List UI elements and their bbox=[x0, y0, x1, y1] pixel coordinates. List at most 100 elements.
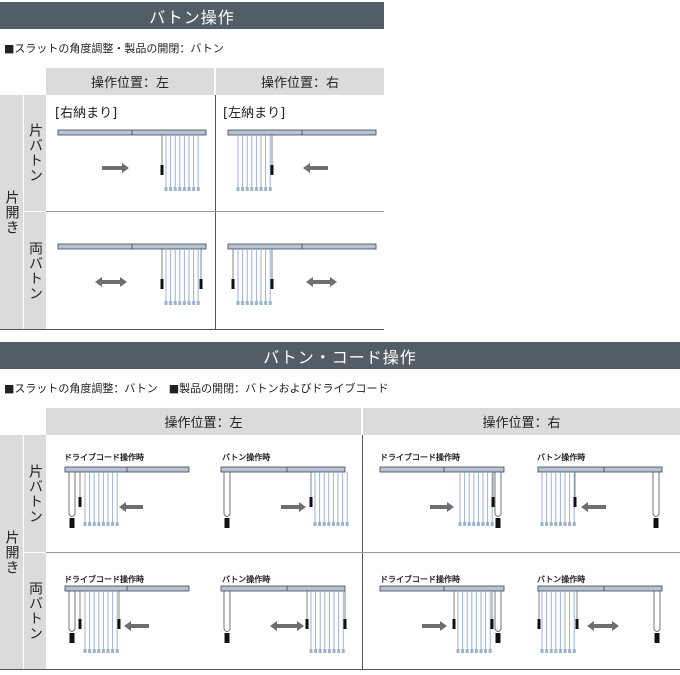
label-drive-4: ドライブコード操作時 bbox=[380, 575, 460, 584]
slat-weight bbox=[236, 187, 240, 191]
grid-line bbox=[215, 95, 216, 329]
baton-handle bbox=[305, 619, 309, 629]
slat-weight bbox=[549, 649, 553, 653]
arrow-head bbox=[124, 621, 131, 631]
arrow-head bbox=[297, 621, 304, 631]
label-baton-4: バトン操作時 bbox=[537, 575, 586, 584]
section2-banner: バトン・コード操作 bbox=[0, 342, 680, 369]
baton-handle bbox=[452, 619, 456, 629]
section2-col-left: 操作位置：左 bbox=[46, 408, 361, 435]
slat-weight bbox=[545, 522, 549, 526]
slat-weight bbox=[182, 301, 186, 305]
slat-weight bbox=[568, 649, 572, 653]
section1-row-group: 片開き bbox=[0, 95, 23, 329]
drive-cord bbox=[223, 472, 231, 517]
drive-cord bbox=[223, 591, 231, 632]
arrow-head bbox=[587, 621, 594, 631]
cord-weight bbox=[653, 518, 659, 528]
slat-weight bbox=[341, 649, 345, 653]
section2-row1-label: 片バトン bbox=[24, 435, 46, 552]
slat-weight bbox=[187, 187, 191, 191]
slat-weight bbox=[332, 649, 336, 653]
grid-line bbox=[46, 211, 384, 212]
cord-weight bbox=[654, 633, 660, 643]
slat-weight bbox=[540, 522, 544, 526]
slat-weight bbox=[456, 649, 460, 653]
slat-weight bbox=[463, 522, 467, 526]
slat-weight bbox=[101, 522, 105, 526]
slat-weight bbox=[461, 649, 465, 653]
slat-weight bbox=[245, 187, 249, 191]
label-baton-2: バトン操作時 bbox=[537, 453, 586, 462]
slat-weight bbox=[558, 522, 562, 526]
slat-weight bbox=[309, 649, 313, 653]
slat-weight bbox=[106, 522, 110, 526]
slat-weight bbox=[88, 649, 92, 653]
slat-weight bbox=[196, 301, 200, 305]
section1-col-left: 操作位置：左 bbox=[46, 68, 214, 95]
slat-weight bbox=[83, 522, 87, 526]
arrow-head bbox=[303, 163, 310, 173]
slat-weight bbox=[241, 187, 245, 191]
diagram-s2-right-single bbox=[379, 466, 663, 528]
baton-handle bbox=[231, 279, 235, 289]
diagram-s2-right-double bbox=[379, 585, 663, 653]
slat-weight bbox=[97, 522, 101, 526]
grid-line bbox=[0, 329, 384, 330]
diagram-s2-left-double bbox=[64, 585, 347, 653]
baton-handle bbox=[78, 497, 82, 507]
section1-row1-label: 片バトン bbox=[24, 95, 46, 211]
arrow-head bbox=[122, 163, 129, 173]
slat-weight bbox=[264, 301, 268, 305]
slat-weight bbox=[192, 301, 196, 305]
section2-row2-label: 両バトン bbox=[24, 553, 46, 669]
drive-cord bbox=[68, 591, 76, 632]
section2-subtitle: ■スラットの角度調整：バトン ■製品の開閉：バトンおよびドライブコード bbox=[4, 382, 389, 395]
slat-weight bbox=[187, 301, 191, 305]
slat-weight bbox=[486, 522, 490, 526]
slat-weight bbox=[88, 522, 92, 526]
cord-weight bbox=[69, 518, 75, 528]
baton-handle bbox=[78, 619, 82, 629]
slat-weight bbox=[563, 649, 567, 653]
arrow-head bbox=[120, 277, 127, 287]
arrow-head bbox=[440, 621, 447, 631]
drive-cord bbox=[68, 472, 76, 517]
baton-handle bbox=[490, 619, 494, 629]
arrow-head bbox=[306, 277, 313, 287]
slat-weight bbox=[111, 522, 115, 526]
slat-weight bbox=[458, 522, 462, 526]
baton-handle bbox=[270, 279, 274, 289]
head-rail bbox=[537, 585, 663, 592]
slat-weight bbox=[476, 522, 480, 526]
baton-handle bbox=[491, 497, 495, 507]
slat-weight bbox=[173, 187, 177, 191]
slat-weight bbox=[331, 522, 335, 526]
head-rail bbox=[379, 585, 505, 592]
slat-weight bbox=[467, 522, 471, 526]
section2-title: バトン・コード操作 bbox=[263, 347, 417, 367]
cord-weight bbox=[69, 633, 75, 643]
arrow-head bbox=[330, 277, 337, 287]
label-baton-3: バトン操作時 bbox=[222, 575, 271, 584]
cord-weight bbox=[495, 518, 501, 528]
grid-line bbox=[46, 552, 680, 553]
slat-weight bbox=[545, 649, 549, 653]
cord-weight bbox=[224, 633, 230, 643]
drive-cord bbox=[494, 591, 502, 632]
slat-weight bbox=[268, 301, 272, 305]
slat-weight bbox=[236, 301, 240, 305]
slat-weight bbox=[173, 301, 177, 305]
section1-col-right: 操作位置：右 bbox=[216, 68, 384, 95]
arrow-head bbox=[299, 502, 306, 512]
slat-weight bbox=[327, 649, 331, 653]
slat-weight bbox=[554, 522, 558, 526]
diagram-s1-left-double bbox=[57, 243, 207, 305]
slat-weight bbox=[314, 649, 318, 653]
drive-cord bbox=[652, 472, 660, 517]
arrow-head bbox=[612, 621, 619, 631]
head-rail bbox=[537, 466, 663, 473]
slat-weight bbox=[182, 187, 186, 191]
slat-weight bbox=[83, 649, 87, 653]
baton-handle bbox=[309, 497, 313, 507]
